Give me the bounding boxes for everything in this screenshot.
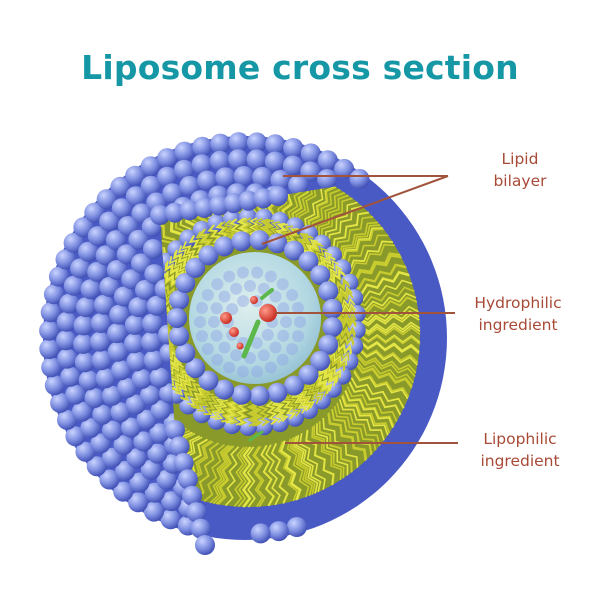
label-hydrophilic-line2: ingredient <box>478 316 558 334</box>
inner-vesicle <box>167 230 343 406</box>
diagram-title: Liposome cross section <box>81 48 519 87</box>
cut-rim-head-groups <box>150 186 288 555</box>
leader-lines <box>261 175 458 444</box>
leader-lipid-bilayer-inner <box>261 175 449 245</box>
label-lipid-bilayer: Lipid bilayer <box>450 148 590 192</box>
hydrophilic-molecules <box>220 296 277 350</box>
label-lipid-bilayer-line1: Lipid <box>501 150 539 168</box>
label-lipophilic-line2: ingredient <box>480 452 560 470</box>
label-lipid-bilayer-line2: bilayer <box>493 172 547 190</box>
label-hydrophilic-ingredient: Hydrophilic ingredient <box>448 292 588 336</box>
label-hydrophilic-line1: Hydrophilic <box>474 294 562 312</box>
outer-head-groups <box>39 132 370 544</box>
label-lipophilic-line1: Lipophilic <box>483 430 557 448</box>
aqueous-core <box>189 252 321 384</box>
label-lipophilic-ingredient: Lipophilic ingredient <box>450 428 590 472</box>
lipophilic-molecules <box>241 288 274 442</box>
